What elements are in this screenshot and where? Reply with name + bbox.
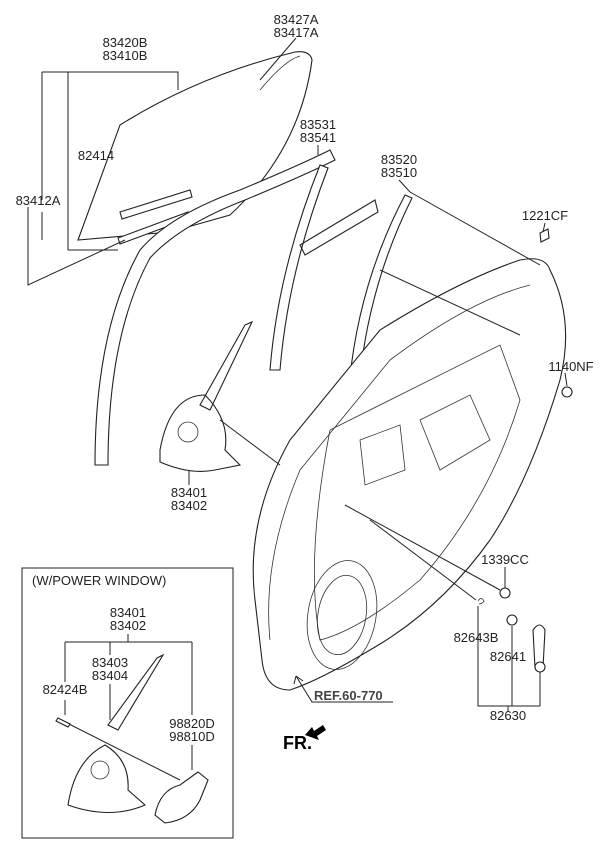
label-1140nf: 1140NF (548, 359, 593, 374)
door-panel (252, 258, 567, 691)
window-handle-icon (532, 624, 546, 669)
ref-leader (295, 675, 393, 703)
label-83410b: 83410B (103, 48, 148, 63)
front-arrow-icon (305, 725, 326, 740)
label-83401: 83401 (171, 485, 207, 500)
label-82630: 82630 (490, 708, 526, 723)
inset-label-82424b: 82424B (43, 682, 88, 697)
label-83510: 83510 (381, 165, 417, 180)
inset-label-98810d: 98810D (169, 729, 215, 744)
glass-run-channel (94, 149, 336, 466)
inset-label-98820d: 98820D (169, 716, 215, 731)
label-82414: 82414 (78, 148, 114, 163)
label-83402: 83402 (171, 498, 207, 513)
leader-lines (27, 37, 568, 712)
bolt-1140nf-icon (561, 386, 573, 398)
label-83520: 83520 (381, 152, 417, 167)
inset-title: (W/POWER WINDOW) (32, 573, 166, 588)
label-83420b: 83420B (103, 35, 148, 50)
window-motor (154, 771, 209, 824)
label-82643b: 82643B (454, 630, 499, 645)
inset-label-83403: 83403 (92, 655, 128, 670)
label-82641: 82641 (490, 649, 526, 664)
ref-label: REF.60-770 (314, 688, 383, 703)
center-channel (269, 164, 379, 371)
label-83417a: 83417A (274, 25, 319, 40)
label-83531: 83531 (300, 117, 336, 132)
screw-1221cf-icon (539, 228, 550, 243)
washer-icon (506, 614, 518, 626)
nut-1339cc-icon (499, 587, 511, 599)
label-83412a: 83412A (16, 193, 61, 208)
inset-label-83404: 83404 (92, 668, 128, 683)
inset-label-83402: 83402 (110, 618, 146, 633)
manual-regulator (159, 320, 254, 472)
clip-icon (477, 598, 485, 605)
inset-label-83401: 83401 (110, 605, 146, 620)
label-83541: 83541 (300, 130, 336, 145)
label-1339cc: 1339CC (481, 552, 529, 567)
power-window-inset: (W/POWER WINDOW) 83401 83402 83403 83404… (21, 567, 234, 839)
door-glass (77, 51, 313, 241)
label-83427a: 83427A (274, 12, 319, 27)
screw-82424b-icon (55, 717, 71, 728)
label-1221cf: 1221CF (522, 208, 568, 223)
front-label: FR. (283, 733, 312, 753)
